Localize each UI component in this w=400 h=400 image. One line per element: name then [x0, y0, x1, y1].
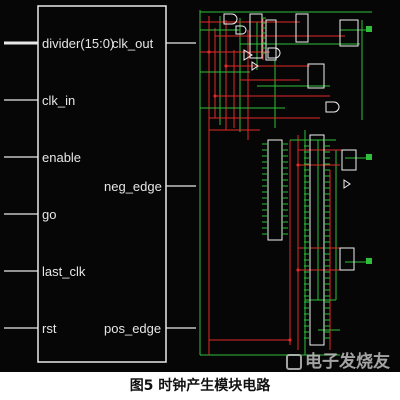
site-watermark: 电子发烧友	[286, 347, 390, 372]
output-ports	[366, 26, 372, 264]
pin-label-divider: divider(15:0)	[42, 36, 115, 51]
block-symbol	[4, 5, 196, 363]
schematic-wiring	[199, 10, 372, 356]
schematic-gates	[223, 13, 359, 346]
gate-schematic	[199, 10, 372, 356]
pin-label-rst: rst	[42, 321, 57, 336]
net-junctions	[207, 50, 300, 342]
pin-label-clk-in: clk_in	[42, 93, 76, 108]
pin-label-last-clk: last_clk	[42, 264, 86, 279]
pin-label-clk-out: clk_out	[112, 36, 154, 51]
module-body	[37, 5, 167, 363]
pin-label-go: go	[42, 207, 57, 222]
schematic-panel: divider(15:0) clk_in enable go last_clk …	[0, 0, 400, 372]
pin-label-pos-edge: pos_edge	[104, 321, 162, 336]
watermark-text: 电子发烧友	[305, 352, 390, 372]
watermark-logo-icon	[286, 354, 302, 370]
pin-label-neg-edge: neg_edge	[104, 179, 162, 194]
figure-caption: 图5 时钟产生模块电路	[129, 378, 271, 394]
register-pin-ticks	[262, 17, 330, 339]
pin-label-enable: enable	[42, 150, 82, 165]
